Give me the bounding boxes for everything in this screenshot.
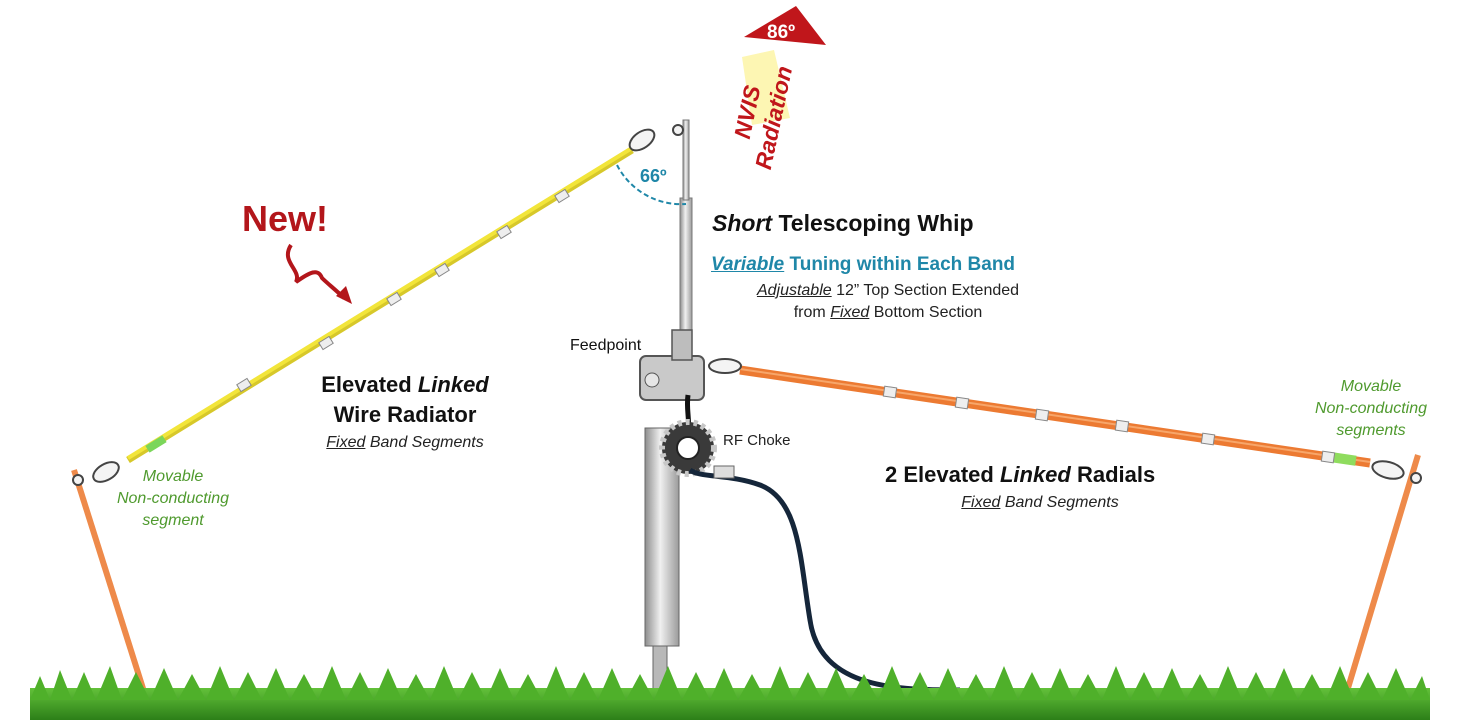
whip-top-section (682, 119, 690, 201)
left-stake (71, 469, 149, 699)
right-segment-line1: Movable (1340, 378, 1402, 395)
coax-cable (688, 467, 961, 693)
radials-sub-em: Fixed (961, 494, 1001, 511)
left-segment-line1: Movable (142, 468, 204, 485)
whip-title: Short Telescoping Whip (712, 210, 974, 237)
radials-em: Linked (999, 462, 1071, 487)
rf-choke-label: RF Choke (723, 432, 791, 449)
whip-note-line2: from Fixed Bottom Section (738, 302, 1038, 324)
radiator-title-line1: Elevated Linked (280, 370, 530, 400)
radial-links (882, 385, 1336, 464)
new-squiggle-arrow (285, 243, 346, 300)
right-segment-line2: Non-conducting (1314, 400, 1428, 417)
radials-subtitle: Fixed Band Segments (940, 492, 1140, 514)
radial-feed-clip (708, 358, 742, 374)
radial-nonconducting-segment (1331, 452, 1357, 466)
radiator-subtitle: Fixed Band Segments (280, 432, 530, 454)
radiator-line1-em: Linked (417, 372, 489, 397)
angle-arc (616, 164, 687, 206)
left-segment-line2: Non-conducting (116, 490, 230, 507)
radials-pre: 2 Elevated (885, 462, 1000, 487)
right-segment-line3: segments (1336, 422, 1406, 439)
left-segment-note: Movable Non-conducting segment (98, 466, 248, 532)
angle-label: 66º (640, 166, 667, 186)
nvis-arrow (742, 6, 826, 125)
whip-note2-em: Fixed (830, 304, 870, 321)
whip-note-line1: Adjustable 12” Top Section Extended (738, 280, 1038, 302)
radiator-nonconducting-segment (145, 435, 167, 453)
radials-title: 2 Elevated Linked Radials (885, 462, 1155, 488)
radiator-top-clip (628, 124, 684, 152)
whip-bottom-section (679, 197, 693, 347)
radials-sub-rest: Band Segments (1000, 494, 1119, 511)
radials-rest: Radials (1070, 462, 1156, 487)
whip-note2-rest: Bottom Section (869, 304, 983, 321)
whip-title-rest: Telescoping Whip (772, 210, 974, 236)
left-segment-line3: segment (142, 512, 204, 529)
radiator-links (236, 188, 570, 393)
left-wire-clip (72, 461, 120, 486)
rf-choke-toroid (659, 419, 717, 477)
tuning-rest: Tuning within Each Band (784, 254, 1016, 275)
whip-note: Adjustable 12” Top Section Extended from… (738, 280, 1038, 324)
new-label: New! (242, 198, 329, 239)
whip-note1-em: Adjustable (756, 282, 832, 299)
radiator-title-line2: Wire Radiator (333, 402, 477, 427)
tuning-title: Variable Tuning within Each Band (711, 254, 1015, 276)
radiator-title: Elevated Linked Wire Radiator (280, 370, 530, 430)
radiation-angle-label: 86º (767, 22, 795, 43)
radiator-sub-em: Fixed (326, 434, 366, 451)
right-stake (1342, 454, 1421, 699)
grass (30, 666, 1430, 720)
feedpoint-bracket (639, 329, 705, 401)
radiator-line1-pre: Elevated (321, 372, 418, 397)
right-segment-note: Movable Non-conducting segments (1296, 376, 1446, 442)
feedpoint-label: Feedpoint (570, 337, 642, 354)
whip-title-em: Short (712, 210, 773, 236)
coax-connector (713, 465, 735, 479)
radial-end-clip (1371, 460, 1422, 484)
tuning-em: Variable (711, 254, 785, 275)
radiator-sub-rest: Band Segments (365, 434, 484, 451)
whip-note1-rest: 12” Top Section Extended (831, 282, 1020, 299)
whip-note2-pre: from (793, 304, 831, 321)
